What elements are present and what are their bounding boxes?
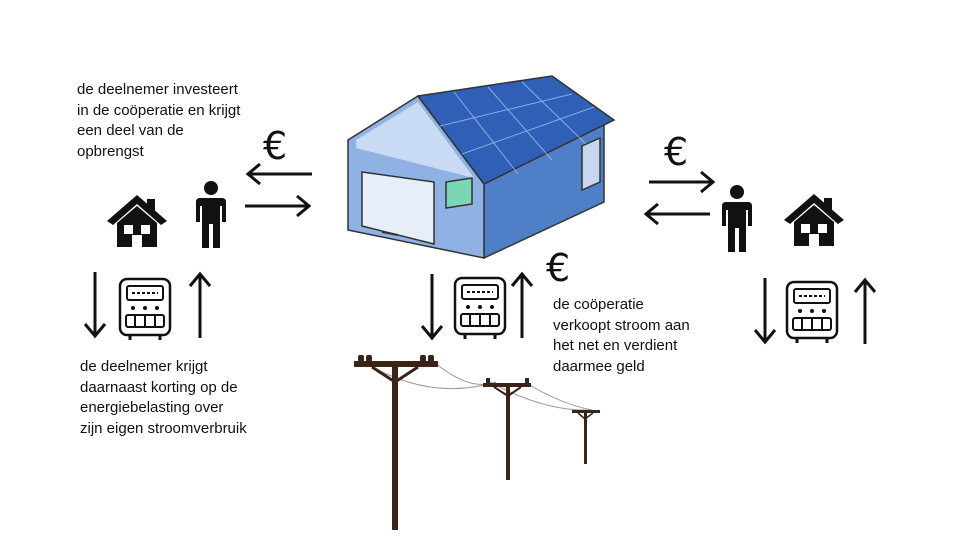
sells-line-3: het net en verdient [553, 337, 678, 354]
arrow-up-icon [853, 277, 877, 344]
sells-text: de coöperatie verkoopt stroom aan het ne… [553, 295, 690, 377]
barn-solar-icon [347, 75, 616, 260]
house-icon [784, 194, 844, 246]
sells-line-4: daarmee geld [553, 357, 645, 375]
arrow-right-icon [245, 194, 312, 218]
discount-line-1: de deelnemer krijgt [80, 358, 208, 375]
arrow-down-icon [420, 274, 444, 341]
invest-line-1: de deelnemer investeert [77, 81, 238, 98]
arrow-left-icon [643, 202, 710, 226]
euro-symbol-left: € [263, 124, 288, 168]
meter-icon [453, 276, 507, 339]
person-icon [722, 185, 752, 252]
arrow-right-icon [649, 170, 716, 194]
euro-symbol-right: € [664, 130, 689, 174]
meter-icon [118, 277, 172, 340]
discount-text: de deelnemer krijgt daarnaast korting op… [80, 357, 247, 439]
arrow-up-icon [510, 271, 534, 338]
arrow-down-icon [83, 272, 107, 339]
sells-line-2: verkoopt stroom aan [553, 316, 690, 334]
power-pole-icon [354, 355, 600, 530]
arrow-left-icon [245, 162, 312, 186]
sells-line-1: de coöperatie [553, 296, 644, 313]
house-icon [107, 195, 167, 247]
euro-symbol-center: € [546, 246, 571, 290]
invest-line-4: opbrengst [77, 142, 144, 160]
discount-line-4: zijn eigen stroomverbruik [80, 419, 247, 437]
invest-line-2: in de coöperatie en krijgt [77, 101, 241, 119]
meter-icon [785, 280, 839, 343]
person-icon [196, 181, 226, 248]
invest-text: de deelnemer investeert in de coöperatie… [77, 80, 240, 162]
invest-line-3: een deel van de [77, 122, 184, 139]
arrow-up-icon [188, 271, 212, 338]
arrow-down-icon [753, 278, 777, 345]
discount-line-3: energiebelasting over [80, 399, 224, 416]
discount-line-2: daarnaast korting op de [80, 378, 238, 396]
